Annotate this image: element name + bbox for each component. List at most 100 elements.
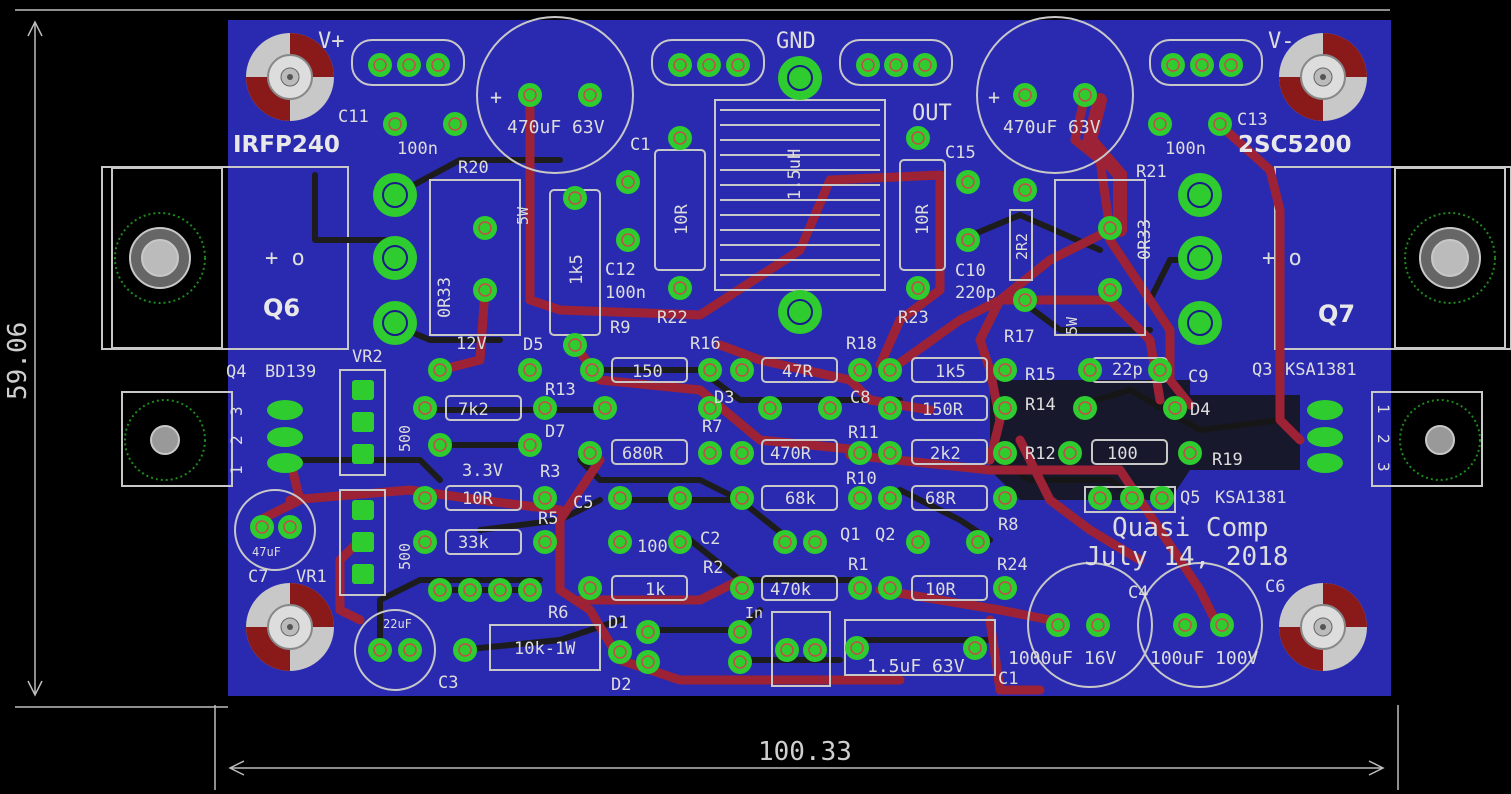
pad-drill [703,363,717,377]
heatsink-outlines [101,166,1511,487]
label-r4-val: 33k [458,533,489,553]
label-r1-val: 470k [770,580,811,600]
pad-drill [418,401,432,415]
label-r20-w: 5W [514,206,532,225]
pad-drill [583,88,597,102]
pad-drill [998,491,1012,505]
pad-drill [998,401,1012,415]
label-out: OUT [912,101,952,126]
pad-drill [1183,446,1197,460]
pad-drill [583,581,597,595]
label-pin2-right: 2 [1374,434,1393,444]
label-pin1-left: 1 [227,465,246,475]
label-c11-val: 100n [397,139,438,159]
label-pin1-right: 1 [1374,404,1393,414]
pad-drill [478,283,492,297]
label-r18-val: 47R [782,362,813,382]
label-c13: C13 [1237,110,1268,130]
pad-drill [583,446,597,460]
pad-drill [911,281,925,295]
pad-drill [523,363,537,377]
pad-drill [883,581,897,595]
label-bd139: BD139 [265,362,316,382]
pad-drill [433,438,447,452]
label-r2: R2 [703,558,723,578]
label-c6-val: 100uF 100V [1150,648,1259,669]
pad-drill [850,641,864,655]
label-r17-val: 2R2 [1013,233,1031,260]
pad-drill [431,58,445,72]
label-q3: Q3 [1252,360,1272,380]
pad-drill [961,175,975,189]
pad-drill [735,581,749,595]
pad-drill [1195,58,1209,72]
label-c8: C8 [850,388,870,408]
svg-text:+ o: + o [1262,246,1302,271]
pad-drill [538,491,552,505]
pad-drill [968,641,982,655]
pad-drill [255,520,269,534]
label-d7-val: 3.3V [462,461,503,481]
label-q2: Q2 [875,525,895,545]
pad [1307,400,1343,420]
label-d5-val: 12V [456,334,487,354]
label-vminus: V- [1268,29,1295,54]
label-d5: D5 [523,335,543,355]
pad-drill [1215,618,1229,632]
pad-drill [733,655,747,669]
label-vr1: VR1 [296,567,327,587]
label-r12: R12 [1025,444,1056,464]
label-c3: C3 [438,673,458,693]
label-r21: R21 [1136,162,1167,182]
label-q5: Q5 [1180,488,1200,508]
label-r19-val: 100 [1107,444,1138,464]
pad-drill [703,446,717,460]
label-q1: Q1 [840,525,860,545]
pad-drill [402,58,416,72]
label-c7: C7 [248,567,268,587]
pad-drill [1224,58,1238,72]
label-r22-val: 10R [672,204,692,235]
pad-drill [1103,221,1117,235]
label-c9: C9 [1188,367,1208,387]
pad-drill [1178,618,1192,632]
pad-drill [613,491,627,505]
pad-drill [853,491,867,505]
svg-text:+ o: + o [265,246,305,271]
pad-drill [1093,491,1107,505]
pad-drill [1153,117,1167,131]
pad-drill [1018,183,1032,197]
pad-drill [621,175,635,189]
pad-drill [853,446,867,460]
pad-drill [889,58,903,72]
label-c1-val: 1.5uF 63V [867,656,965,677]
pad-drill [883,363,897,377]
label-pin3-right: 3 [1374,462,1393,472]
pad-drill [418,535,432,549]
label-r9: R9 [610,318,630,338]
label-vr1-val: 500 [396,543,414,570]
label-q6: Q6 [263,294,300,322]
pad-drill [641,655,655,669]
height-dimension: 59.06 [3,322,33,400]
pad-drill [403,643,417,657]
label-c13-val: 100n [1165,139,1206,159]
pad-drill [735,446,749,460]
label-c4-val: 1000uF 16V [1008,648,1117,669]
pad-drill [418,491,432,505]
label-c2: C2 [700,529,720,549]
pad-drill [448,117,462,131]
label-r21-val: 0R33 [1135,219,1155,260]
pad-drill [1125,491,1139,505]
pad-drill [463,583,477,597]
pad-drill [673,131,687,145]
label-r22: R22 [657,308,688,328]
label-2sc5200: 2SC5200 [1238,132,1351,158]
pad-drill [1083,363,1097,377]
cap-outlines [234,16,1263,691]
label-d4: D4 [1190,400,1210,420]
label-c12: C12 [605,260,636,280]
label-project-title: Quasi Comp [1112,513,1269,543]
label-r21-w: 5W [1063,316,1081,335]
pad-drill [641,625,655,639]
